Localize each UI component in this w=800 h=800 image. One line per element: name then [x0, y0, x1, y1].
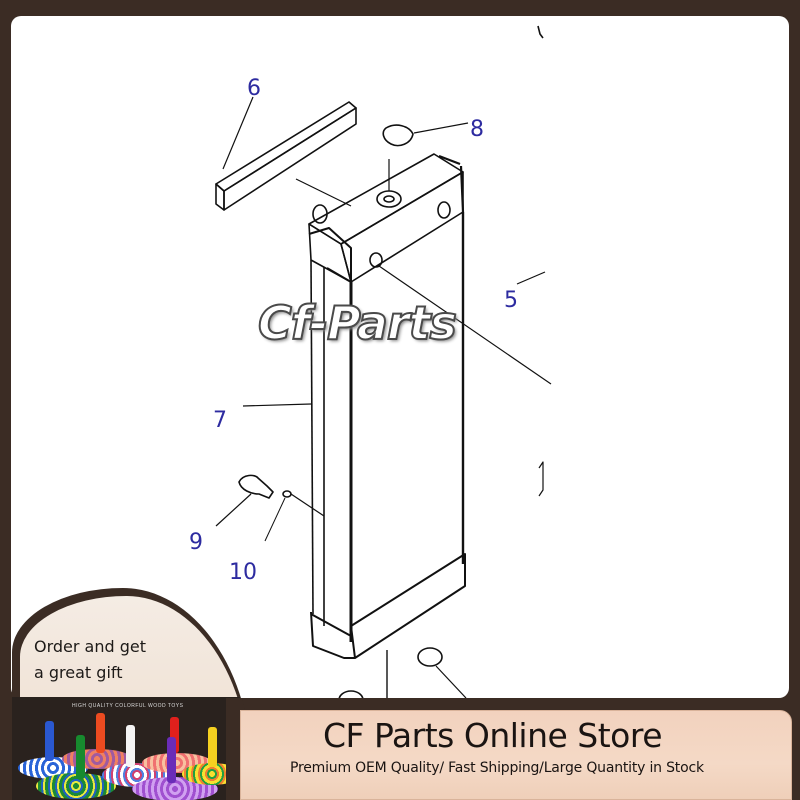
- spinning-top-icon: [182, 763, 240, 785]
- spinning-top-icon: [170, 717, 179, 753]
- drain-valve-icon: [215, 474, 274, 527]
- radiator-bottom-tank-icon: [310, 553, 466, 698]
- watermark-logo: Cf-Parts: [257, 295, 458, 351]
- callout-label: 7: [213, 408, 227, 433]
- parts-diagram-canvas: 6 8 5 7 9 10 Cf-Parts: [11, 16, 789, 698]
- callout-label: 5: [504, 288, 518, 313]
- callout-label: 8: [470, 117, 484, 142]
- spinning-top-icon: [76, 735, 85, 779]
- spinning-top-icon: [208, 727, 217, 767]
- store-title: CF Parts Online Store: [323, 716, 663, 755]
- callout-label: 6: [247, 76, 261, 101]
- spinning-top-icon: [126, 725, 135, 767]
- gift-line-2: a great gift: [34, 663, 123, 682]
- spinning-top-icon: [96, 713, 105, 753]
- toys-caption: HIGH QUALITY COLORFUL WOOD TOYS: [72, 703, 184, 709]
- radiator-cap-icon: [382, 122, 469, 147]
- callout-label: 9: [189, 530, 203, 555]
- spinning-top-icon: [167, 737, 176, 783]
- plug-icon: [338, 647, 467, 698]
- store-subtitle: Premium OEM Quality/ Fast Shipping/Large…: [290, 760, 704, 776]
- spinning-top-icon: [45, 721, 54, 761]
- bar-part-icon: [215, 96, 357, 211]
- gift-line-1: Order and get: [34, 637, 147, 656]
- o-ring-icon: [264, 490, 325, 542]
- gift-promo-text: Order and get a great gift: [34, 634, 146, 686]
- store-banner: [240, 710, 792, 800]
- gift-toys-image: HIGH QUALITY COLORFUL WOOD TOYS: [12, 697, 240, 800]
- callout-label: 10: [229, 560, 257, 585]
- radiator-exploded-diagram: [215, 25, 552, 698]
- radiator-core-icon: [310, 212, 465, 642]
